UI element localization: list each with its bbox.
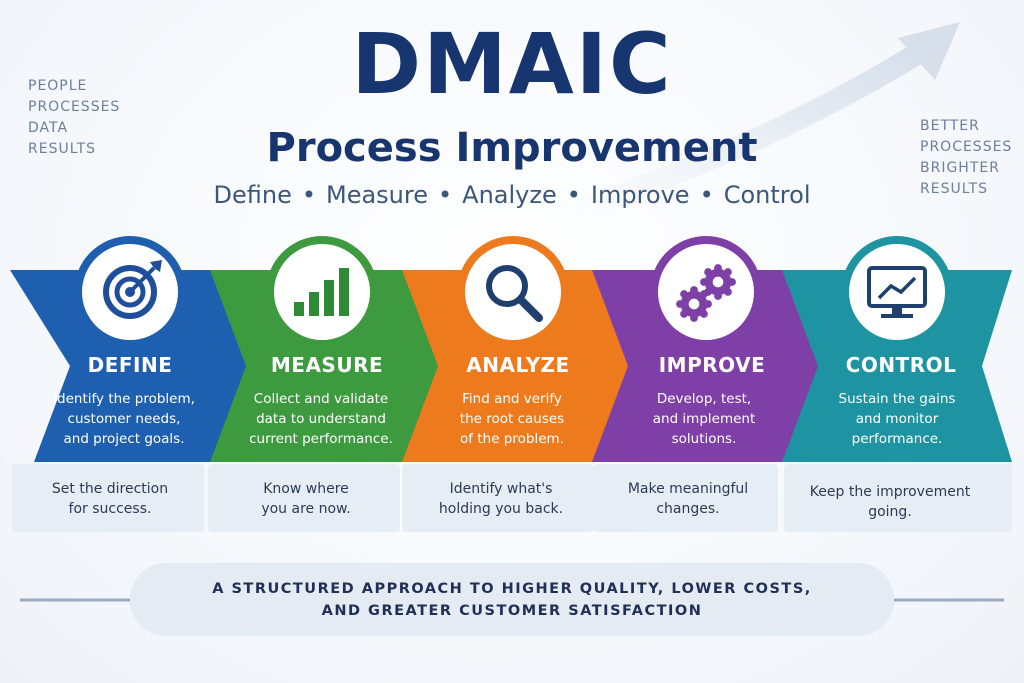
desc-line: Find and verify (462, 391, 562, 407)
desc-line: of the problem. (460, 431, 564, 447)
phase-word: Improve (590, 181, 690, 209)
step-card-measure: Know where you are now. (216, 479, 396, 519)
page-title: DMAIC (351, 15, 673, 113)
trend-arrow-head (898, 22, 960, 80)
desc-line: current performance. (249, 431, 393, 447)
phase-word-list: Define • Measure • Analyze • Improve • Control (0, 178, 1024, 212)
magnifier-icon (486, 265, 543, 322)
card-line: Keep the improvement (809, 484, 971, 500)
desc-line: the root causes (459, 411, 565, 427)
banner-pill (130, 563, 894, 636)
step-card-control: Keep the improvement going. (800, 482, 980, 522)
step-card-bg (12, 464, 204, 532)
card-line: for success. (68, 501, 152, 517)
step-desc-control: Sustain the gains and monitor performanc… (807, 389, 987, 449)
desc-line: Develop, test, (656, 391, 752, 407)
phase-word: Define (213, 181, 292, 209)
phase-word: Measure (326, 181, 428, 209)
step-card-bg (208, 464, 400, 532)
right-word: BETTER (920, 118, 980, 134)
icon-circle (274, 244, 370, 340)
card-line: Know where (263, 481, 349, 497)
bullet-separator: • (566, 181, 581, 209)
page-subtitle: Process Improvement (266, 125, 758, 171)
step-chevron (210, 270, 446, 462)
banner-line: AND GREATER CUSTOMER SATISFACTION (321, 603, 703, 619)
card-line: Identify what's (449, 481, 553, 497)
step-title-measure: MEASURE (270, 353, 384, 377)
right-word: RESULTS (920, 181, 989, 197)
icon-circle (465, 244, 561, 340)
step-desc-define: Identify the problem, customer needs, an… (34, 389, 214, 449)
step-title-define: DEFINE (87, 353, 173, 377)
step-card-bg (402, 464, 594, 532)
left-word: DATA (28, 120, 69, 136)
step-card-bg (594, 464, 778, 532)
desc-line: solutions. (671, 431, 737, 447)
left-word: RESULTS (28, 141, 97, 157)
step-card-define: Set the direction for success. (20, 479, 200, 519)
bar-chart-icon (294, 268, 349, 316)
phase-word: Analyze (462, 181, 557, 209)
step-chevron (782, 270, 1012, 462)
step-title-improve: IMPROVE (658, 353, 766, 377)
banner-text: A STRUCTURED APPROACH TO HIGHER QUALITY,… (170, 578, 854, 622)
desc-line: and monitor (855, 411, 939, 427)
desc-line: and implement (652, 411, 756, 427)
trend-arrow-icon (549, 44, 926, 226)
desc-line: Collect and validate (253, 391, 389, 407)
step-title-analyze: ANALYZE (466, 353, 570, 377)
step-chevron (402, 270, 636, 462)
phase-word: Control (723, 181, 811, 209)
card-line: Set the direction (51, 481, 169, 497)
step-chevron (592, 270, 828, 462)
card-line: you are now. (261, 501, 351, 517)
icon-circle (849, 244, 945, 340)
desc-line: Identify the problem, (53, 391, 195, 407)
card-line: holding you back. (438, 501, 564, 517)
left-word: PEOPLE (28, 78, 88, 94)
banner-line: A STRUCTURED APPROACH TO HIGHER QUALITY,… (212, 581, 812, 597)
desc-line: customer needs, (67, 411, 181, 427)
left-word-list: PEOPLE PROCESSES DATA RESULTS (28, 76, 120, 160)
card-line: going. (868, 504, 912, 520)
desc-line: and project goals. (63, 431, 185, 447)
right-word-list: BETTER PROCESSES BRIGHTER RESULTS (920, 116, 1012, 200)
desc-line: data to understand (256, 411, 386, 427)
right-word: PROCESSES (920, 139, 1013, 155)
bullet-separator: • (438, 181, 453, 209)
step-title-control: CONTROL (845, 353, 957, 377)
card-line: changes. (656, 501, 720, 517)
step-chevron (10, 270, 248, 462)
step-card-bg (784, 464, 1012, 532)
step-desc-analyze: Find and verify the root causes of the p… (422, 389, 602, 449)
left-word: PROCESSES (28, 99, 121, 115)
step-card-analyze: Identify what's holding you back. (411, 479, 591, 519)
bullet-separator: • (301, 181, 316, 209)
step-card-improve: Make meaningful changes. (598, 479, 778, 519)
desc-line: Sustain the gains (838, 391, 956, 407)
step-desc-measure: Collect and validate data to understand … (231, 389, 411, 449)
card-line: Make meaningful (627, 481, 749, 497)
target-icon (103, 260, 162, 319)
bullet-separator: • (699, 181, 714, 209)
monitor-chart-icon (867, 266, 927, 318)
gears-icon (676, 264, 736, 322)
desc-line: performance. (851, 431, 943, 447)
step-desc-improve: Develop, test, and implement solutions. (614, 389, 794, 449)
right-word: BRIGHTER (920, 160, 1000, 176)
